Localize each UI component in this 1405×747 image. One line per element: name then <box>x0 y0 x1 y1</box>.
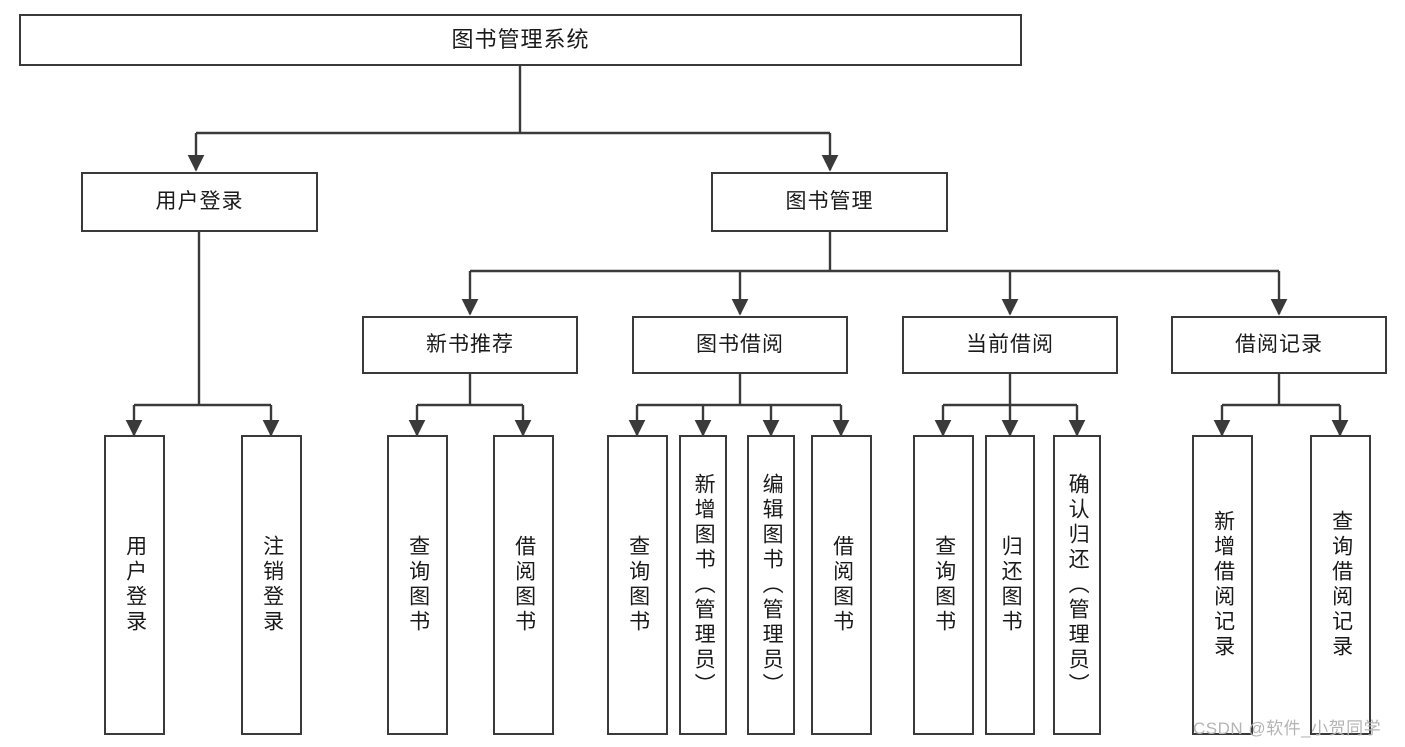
leaf-user-login-signout[interactable]: 注销登录 <box>241 435 302 735</box>
node-label: 借阅图书 <box>830 535 854 635</box>
node-label: 当前借阅 <box>966 333 1054 357</box>
node-label: 查询图书 <box>626 535 650 635</box>
node-book-borrow[interactable]: 图书借阅 <box>632 316 848 374</box>
node-label: 查询借阅记录 <box>1329 510 1353 660</box>
leaf-borrow-borrow-book[interactable]: 借阅图书 <box>811 435 872 735</box>
leaf-recommend-query-book[interactable]: 查询图书 <box>387 435 448 735</box>
leaf-record-query-record[interactable]: 查询借阅记录 <box>1310 435 1371 735</box>
node-current-borrow[interactable]: 当前借阅 <box>902 316 1118 374</box>
node-new-book-recommend[interactable]: 新书推荐 <box>362 316 578 374</box>
node-label: 查询图书 <box>406 535 430 635</box>
leaf-current-query-book[interactable]: 查询图书 <box>913 435 974 735</box>
node-label: 用户登录 <box>155 190 244 214</box>
node-label: 编辑图书（管理员） <box>760 472 784 698</box>
node-label: 新书推荐 <box>426 333 514 357</box>
leaf-recommend-borrow-book[interactable]: 借阅图书 <box>493 435 554 735</box>
leaf-borrow-add-book[interactable]: 新增图书（管理员） <box>679 435 727 735</box>
leaf-current-return-book[interactable]: 归还图书 <box>985 435 1035 735</box>
node-book-management[interactable]: 图书管理 <box>711 172 948 232</box>
node-label: 归还图书 <box>999 535 1023 635</box>
node-root-system[interactable]: 图书管理系统 <box>19 14 1022 66</box>
leaf-borrow-edit-book[interactable]: 编辑图书（管理员） <box>747 435 795 735</box>
node-label: 用户登录 <box>123 535 147 635</box>
node-label: 新增图书（管理员） <box>692 472 716 698</box>
leaf-borrow-query-book[interactable]: 查询图书 <box>607 435 668 735</box>
node-user-login[interactable]: 用户登录 <box>81 172 318 232</box>
node-label: 图书借阅 <box>696 333 784 357</box>
node-label: 借阅记录 <box>1235 333 1323 357</box>
leaf-user-login-signin[interactable]: 用户登录 <box>104 435 165 735</box>
node-borrow-record[interactable]: 借阅记录 <box>1171 316 1387 374</box>
leaf-record-add-record[interactable]: 新增借阅记录 <box>1192 435 1253 735</box>
watermark: CSDN @软件_小贺同学 <box>1193 719 1382 738</box>
node-label: 图书管理 <box>785 190 874 214</box>
node-label: 确认归还（管理员） <box>1066 472 1090 698</box>
node-label: 新增借阅记录 <box>1211 510 1235 660</box>
node-label: 图书管理系统 <box>451 26 590 52</box>
leaf-current-confirm-return[interactable]: 确认归还（管理员） <box>1053 435 1101 735</box>
node-label: 查询图书 <box>932 535 956 635</box>
node-label: 借阅图书 <box>512 535 536 635</box>
node-label: 注销登录 <box>260 535 284 635</box>
